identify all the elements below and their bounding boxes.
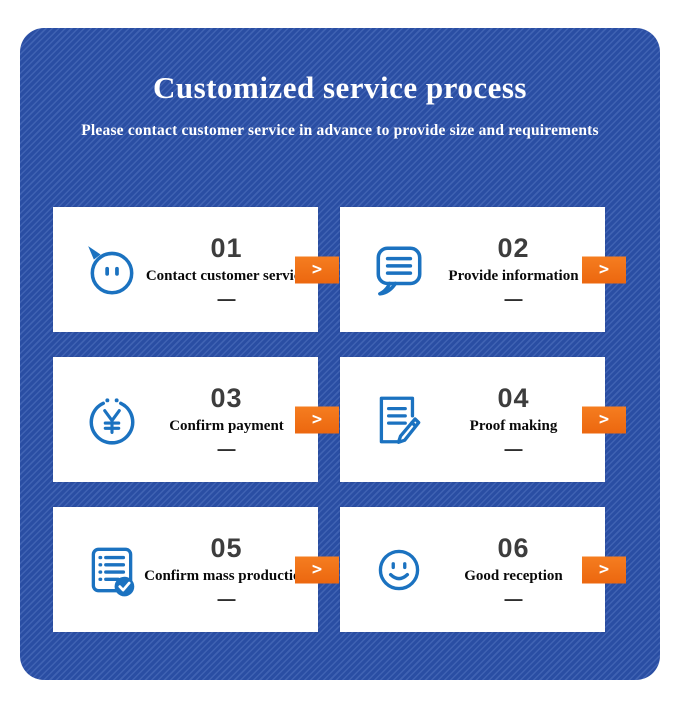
step-label: Confirm payment	[169, 417, 284, 434]
step-label: Confirm mass production	[144, 567, 309, 584]
step-arrow-button[interactable]: >	[295, 556, 339, 583]
step-number: 04	[497, 382, 530, 413]
step-card-05: 05 Confirm mass production — >	[53, 507, 339, 632]
step-divider: —	[217, 288, 236, 309]
step-text: 02 Provide information —	[428, 232, 605, 309]
checklist-check-icon	[83, 541, 141, 599]
step-arrow-button[interactable]: >	[582, 556, 626, 583]
speech-bubble-lines-icon	[370, 241, 428, 299]
step-card-04: 04 Proof making — >	[340, 357, 626, 482]
page-title: Customized service process	[152, 70, 527, 105]
step-label: Good reception	[464, 567, 563, 584]
step-text: 05 Confirm mass production —	[141, 532, 318, 609]
step-arrow-button[interactable]: >	[582, 406, 626, 433]
step-divider: —	[504, 288, 523, 309]
page-subtitle: Please contact customer service in advan…	[81, 122, 599, 139]
step-text: 01 Contact customer service —	[141, 232, 318, 309]
step-divider: —	[217, 438, 236, 459]
step-text: 06 Good reception —	[428, 532, 605, 609]
step-card-01: 01 Contact customer service — >	[53, 207, 339, 332]
step-label: Contact customer service	[145, 267, 308, 284]
step-number: 01	[210, 232, 243, 263]
step-card-03: 03 Confirm payment — >	[53, 357, 339, 482]
document-pencil-icon	[370, 391, 428, 449]
step-label: Provide information	[448, 267, 579, 284]
chat-face-icon	[83, 241, 141, 299]
step-number: 03	[210, 382, 243, 413]
step-arrow-button[interactable]: >	[295, 406, 339, 433]
step-divider: —	[504, 438, 523, 459]
step-arrow-button[interactable]: >	[295, 256, 339, 283]
step-divider: —	[217, 588, 236, 609]
step-number: 05	[210, 532, 243, 563]
steps-grid: 01 Contact customer service — >	[53, 207, 626, 632]
step-number: 06	[497, 532, 530, 563]
service-process-panel: Customized service process Please contac…	[20, 28, 660, 680]
step-divider: —	[504, 588, 523, 609]
currency-coin-icon	[83, 391, 141, 449]
step-label: Proof making	[469, 417, 558, 434]
step-number: 02	[497, 232, 530, 263]
step-text: 04 Proof making —	[428, 382, 605, 459]
step-arrow-button[interactable]: >	[582, 256, 626, 283]
smiley-face-icon	[370, 541, 428, 599]
step-card-06: 06 Good reception — >	[340, 507, 626, 632]
step-card-02: 02 Provide information — >	[340, 207, 626, 332]
step-text: 03 Confirm payment —	[141, 382, 318, 459]
